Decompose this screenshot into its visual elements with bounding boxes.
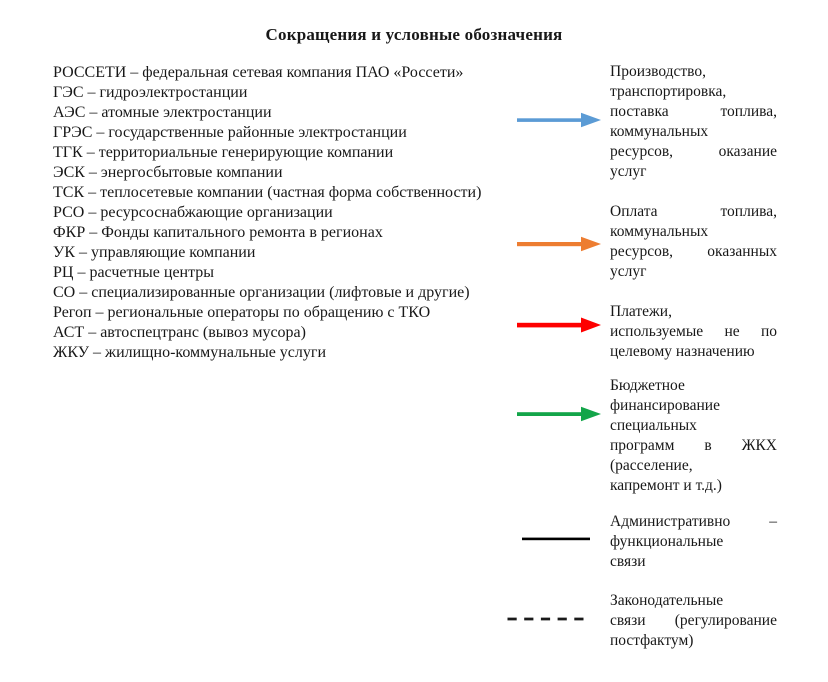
abbreviation-item: РЦ – расчетные центры [53, 264, 215, 281]
legend-text-line: Производство, [610, 63, 707, 80]
abbreviation-item: ЭСК – энергосбытовые компании [53, 164, 283, 181]
abbreviation-item: РСО – ресурсоснабжающие организации [53, 204, 333, 221]
legend-text-line: Бюджетное [610, 377, 685, 394]
legend-text-line: целевому назначению [610, 343, 755, 360]
abbreviation-item: ЖКУ – жилищно-коммунальные услуги [53, 344, 327, 361]
legend-text-line: Административно – [610, 513, 777, 530]
legend-text-misuse: Платежи, используемые не по целевому наз… [610, 302, 777, 362]
orange-arrow-icon [517, 236, 601, 252]
abbreviation-item: СО – специализированные организации (лиф… [53, 284, 470, 301]
legend-text-line: коммунальных [610, 223, 709, 240]
dashed-line-icon [507, 617, 587, 621]
red-arrow-icon [517, 317, 601, 333]
legend-text-line: специальных [610, 417, 697, 434]
abbreviation-item: АСТ – автоспецтранс (вывоз мусора) [53, 324, 306, 341]
abbreviation-item: ГРЭС – государственные районные электрос… [53, 124, 407, 141]
abbreviation-item: АЭС – атомные электростанции [53, 104, 272, 121]
legend-text-line: программ в ЖКХ [610, 437, 777, 454]
legend-text-line: услуг [610, 263, 647, 280]
legend-text-line: связи [610, 553, 646, 570]
abbreviations-list: РОССЕТИ – федеральная сетевая компания П… [53, 63, 553, 363]
legend-text-line: поставка топлива, [610, 103, 777, 120]
abbreviation-item: ТСК – теплосетевые компании (частная фор… [53, 184, 482, 201]
legend-text-line: (расселение, [610, 457, 693, 474]
legend-text-line: финансирование [610, 397, 720, 414]
abbreviation-item: ТГК – территориальные генерирующие компа… [53, 144, 394, 161]
legend-text-line: ресурсов, оказание [610, 143, 777, 160]
abbreviation-item: РОССЕТИ – федеральная сетевая компания П… [53, 64, 464, 81]
green-arrow-icon [517, 406, 601, 422]
legend-text-payment: Оплата топлива, коммунальных ресурсов, о… [610, 202, 777, 282]
legend-text-line: услуг [610, 163, 647, 180]
legend-text-line: Оплата топлива, [610, 203, 777, 220]
legend-text-line: ресурсов, оказанных [610, 243, 777, 260]
legend-text-line: капремонт и т.д.) [610, 477, 722, 494]
legend-text-admin-links: Административно – функциональные связи [610, 512, 777, 572]
page-title: Сокращения и условные обозначения [265, 25, 563, 44]
blue-arrow-icon [517, 112, 601, 128]
legend-text-budget: Бюджетное финансирование специальных про… [610, 376, 777, 496]
legend-text-line: функциональные [610, 533, 724, 550]
abbreviation-item: Регоп – региональные операторы по обраще… [53, 304, 431, 321]
solid-line-icon [522, 537, 590, 541]
legend-text-line: коммунальных [610, 123, 709, 140]
legend-text-line: постфактум) [610, 632, 694, 649]
legend-text-line: Платежи, [610, 303, 672, 320]
legend-text-line: связи (регулирование [610, 612, 777, 629]
abbreviation-item: УК – управляющие компании [53, 244, 256, 261]
legend-text-line: Законодательные [610, 592, 724, 609]
legend-text-line: используемые не по [610, 323, 777, 340]
legend-text-line: транспортировка, [610, 83, 727, 100]
abbreviation-item: ГЭС – гидроэлектростанции [53, 84, 248, 101]
legend-text-supply: Производство, транспортировка, поставка … [610, 62, 777, 182]
abbreviation-item: ФКР – Фонды капитального ремонта в регио… [53, 224, 383, 241]
legend-text-legislative-links: Законодательные связи (регулирование пос… [610, 591, 777, 651]
